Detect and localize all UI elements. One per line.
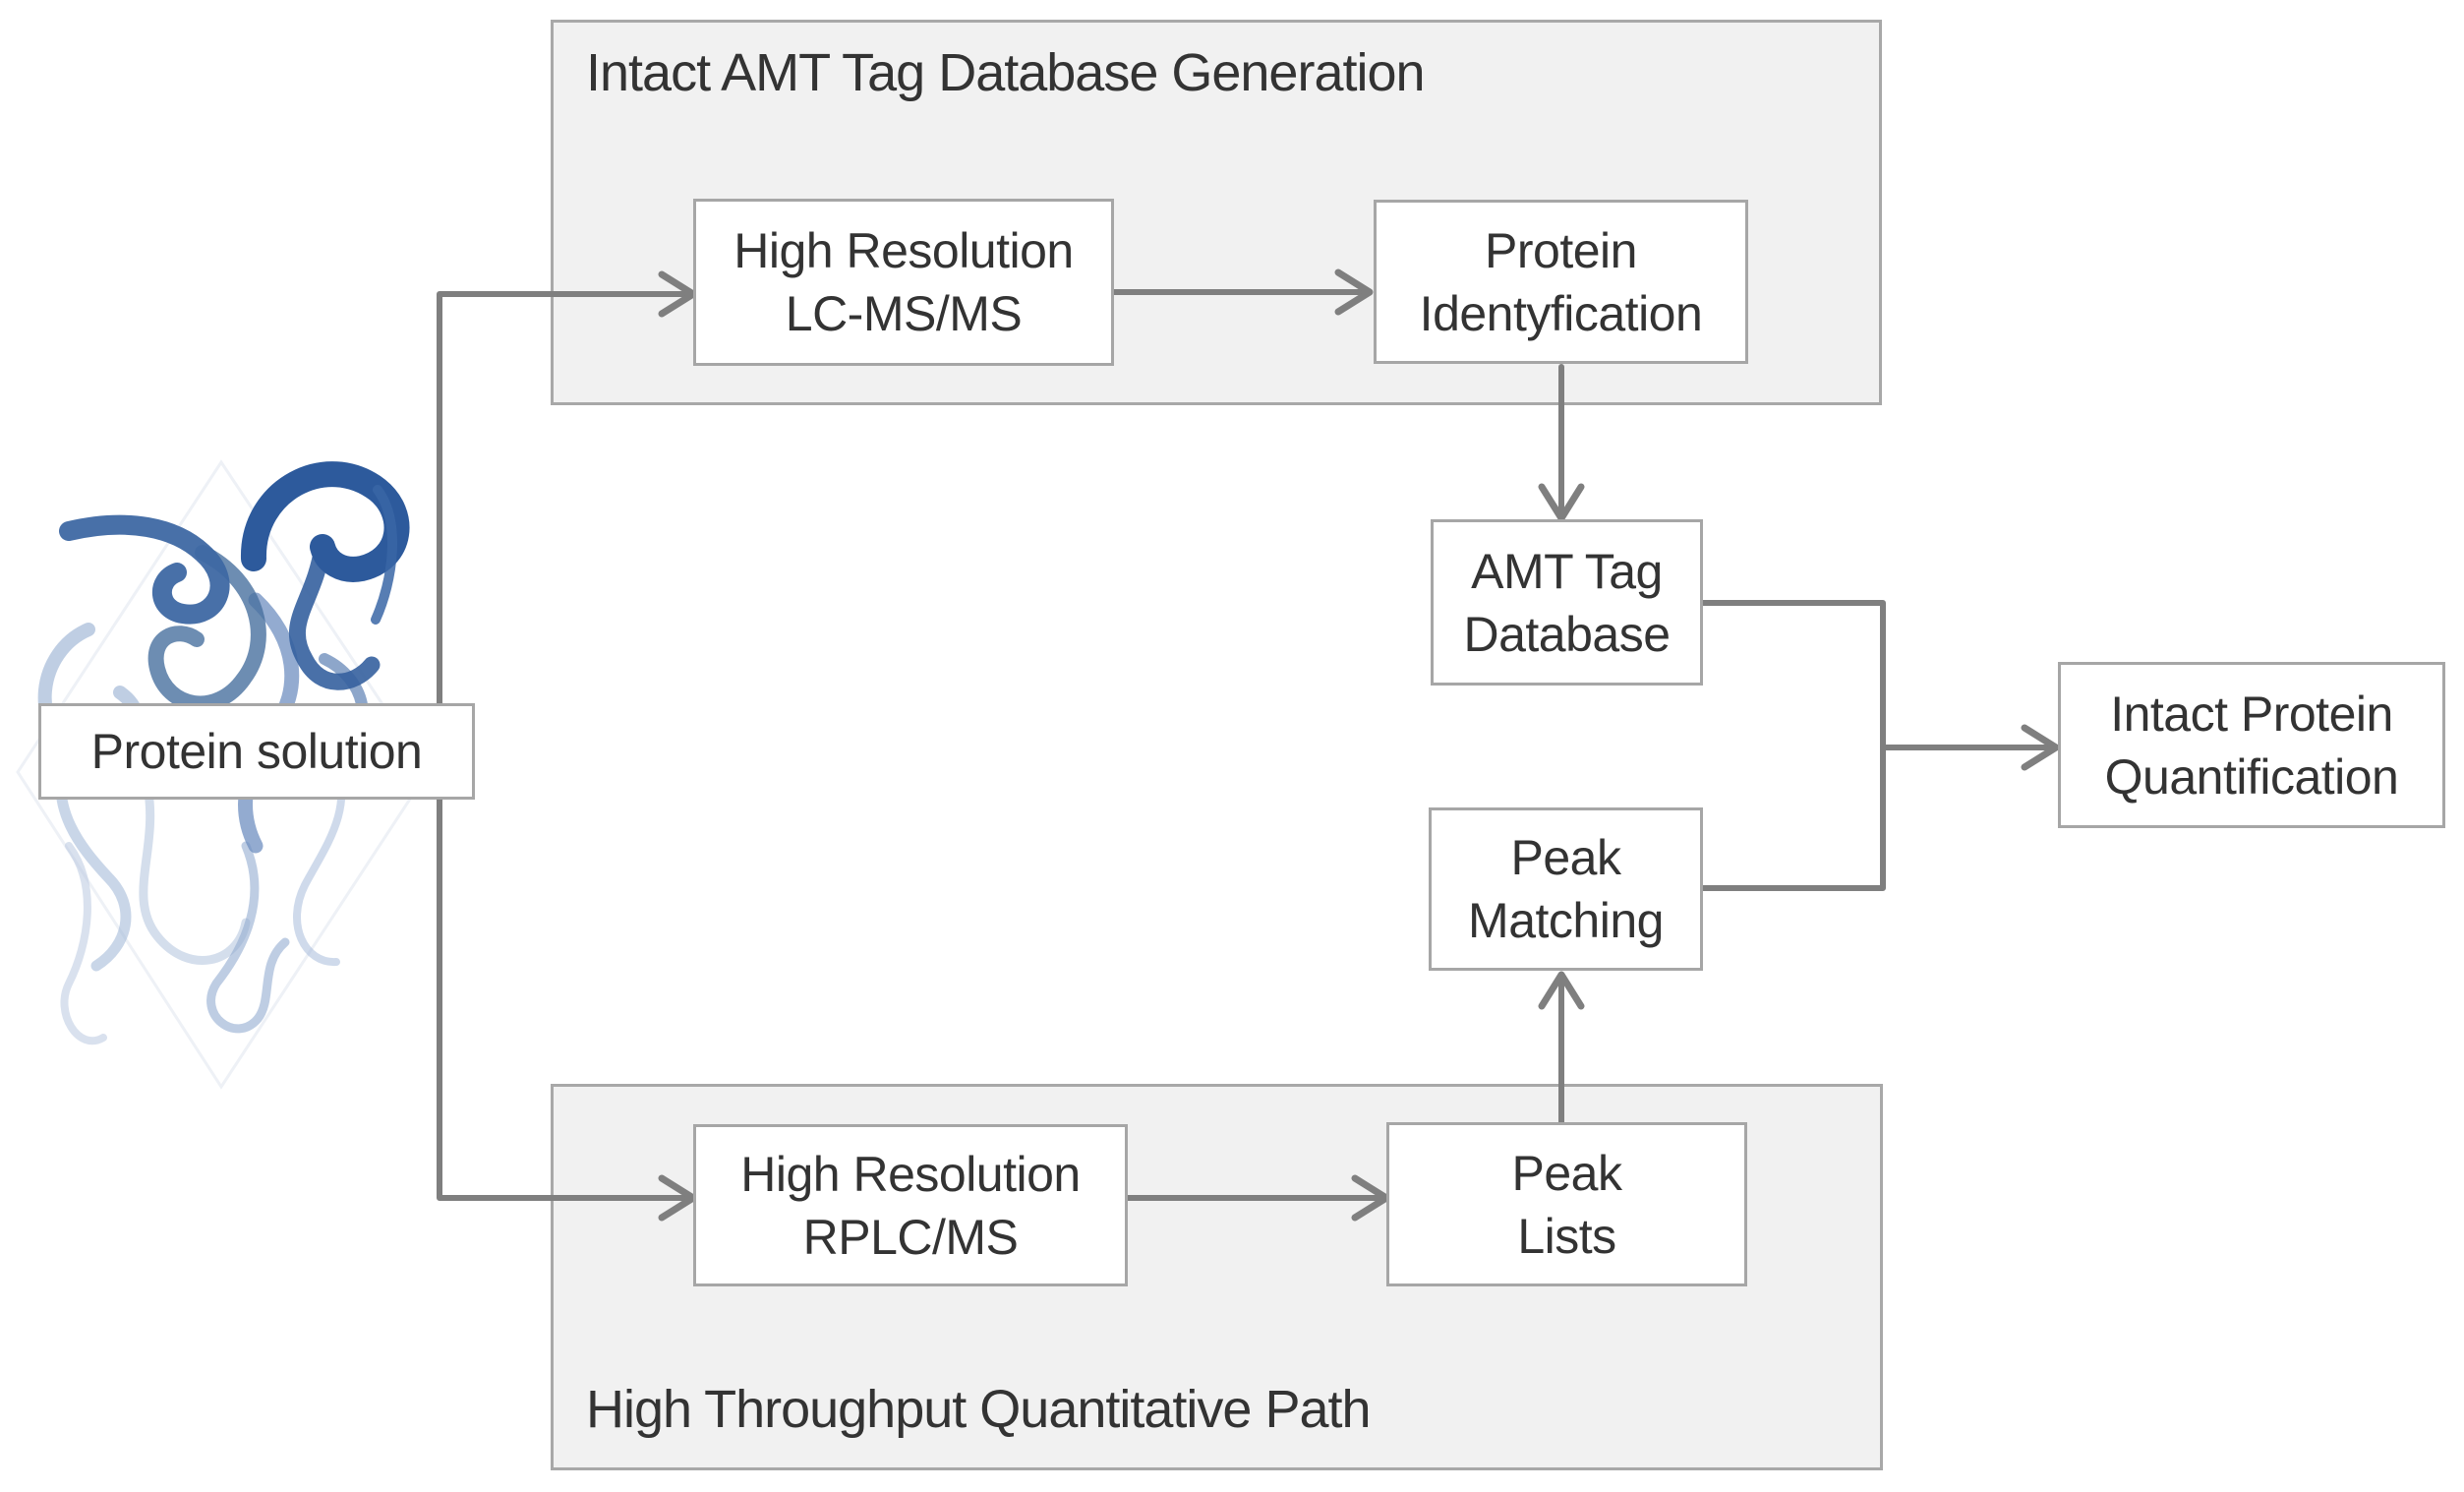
node-intact-protein-quantification: Intact Protein Quantification xyxy=(2058,662,2445,828)
node-label-line1: Intact Protein xyxy=(2110,686,2393,742)
node-label-line2: Quantification xyxy=(2104,748,2399,805)
connector-merge-junction xyxy=(1700,600,1886,891)
arrowhead-into-matching-icon xyxy=(1538,971,1585,1010)
arrowhead-into-database-icon xyxy=(1538,483,1585,522)
panel-title-database-generation: Intact AMT Tag Database Generation xyxy=(586,43,1426,102)
node-label-line2: Identyfication xyxy=(1419,285,1703,341)
node-label-line1: Protein xyxy=(1485,222,1637,278)
node-label-line1: Peak xyxy=(1511,1145,1622,1201)
node-high-res-rplcms: High Resolution RPLC/MS xyxy=(693,1124,1128,1286)
node-label-line1: Peak xyxy=(1510,830,1621,885)
node-protein-solution: Protein solution xyxy=(38,703,475,800)
node-label-line2: LC-MS/MS xyxy=(785,286,1023,341)
arrowhead-into-identification-icon xyxy=(1334,269,1374,316)
node-label-line2: Lists xyxy=(1517,1208,1616,1264)
arrowhead-into-quantification-icon xyxy=(2021,724,2060,771)
panel-title-quantitative-path: High Throughput Quantitative Path xyxy=(586,1380,1372,1439)
node-label-line1: High Resolution xyxy=(733,223,1074,278)
node-label-line2: Matching xyxy=(1468,893,1664,948)
node-label-line1: High Resolution xyxy=(740,1146,1081,1202)
node-label-line2: Database xyxy=(1463,606,1671,662)
connector-split-line xyxy=(437,291,693,1201)
node-peak-matching: Peak Matching xyxy=(1429,807,1703,971)
node-protein-identification: Protein Identyfication xyxy=(1374,200,1748,364)
node-amt-tag-database: AMT Tag Database xyxy=(1431,519,1703,686)
node-label-line2: RPLC/MS xyxy=(802,1209,1019,1265)
node-peak-lists: Peak Lists xyxy=(1386,1122,1747,1286)
node-label: Protein solution xyxy=(90,724,423,779)
node-label-line1: AMT Tag xyxy=(1471,543,1663,599)
node-high-res-lcmsms: High Resolution LC-MS/MS xyxy=(693,199,1114,366)
